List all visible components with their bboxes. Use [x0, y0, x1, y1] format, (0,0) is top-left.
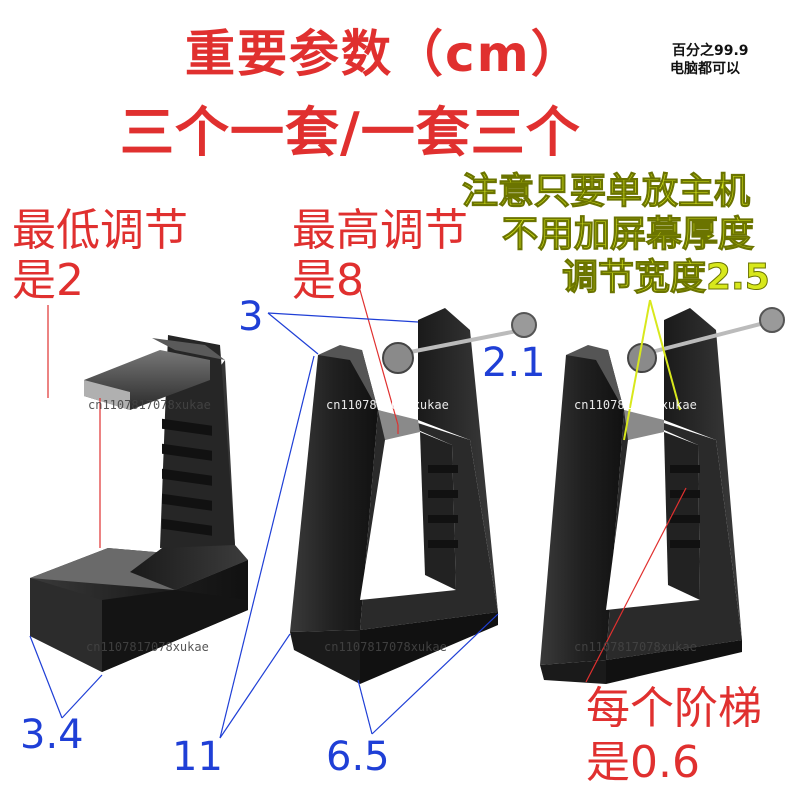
note-line-2: 不用加屏幕厚度: [501, 214, 755, 256]
stand-step: [540, 307, 785, 684]
watermark: cn1107817078xukae: [86, 640, 209, 654]
watermark: cn1107817078xukae: [574, 398, 697, 412]
dimension-height: 11: [172, 734, 223, 780]
watermark: cn1107817078xukae: [326, 398, 449, 412]
dimension-top-width: 3: [238, 294, 264, 340]
dimension-base-width: 6.5: [326, 734, 390, 780]
compat-line-1: 百分之99.9: [672, 43, 749, 59]
max-adjust-value: 是8: [292, 255, 364, 306]
dimension-screw: 2.1: [482, 340, 546, 386]
stand-low: [30, 335, 248, 672]
watermark: cn1107817078xukae: [324, 640, 447, 654]
compat-line-2: 电脑都可以: [670, 61, 740, 77]
max-adjust-label: 最高调节: [292, 205, 468, 256]
step-label: 每个阶梯: [586, 683, 762, 734]
note-line-3: 调节宽度2.5: [562, 257, 771, 299]
title-line-2: 三个一套/一套三个: [120, 101, 581, 164]
dimension-lines: [29, 289, 687, 739]
step-value: 是0.6: [586, 737, 700, 788]
dimension-base-depth: 3.4: [20, 712, 84, 758]
title-line-1: 重要参数（cm）: [185, 25, 583, 83]
stand-high: [290, 308, 537, 684]
min-adjust-label: 最低调节: [12, 205, 188, 256]
min-adjust-value: 是2: [12, 255, 84, 306]
note-line-1: 注意只要单放主机: [461, 171, 751, 213]
watermark: cn1107817078xukae: [88, 398, 211, 412]
watermark: cn1107817078xukae: [574, 640, 697, 654]
